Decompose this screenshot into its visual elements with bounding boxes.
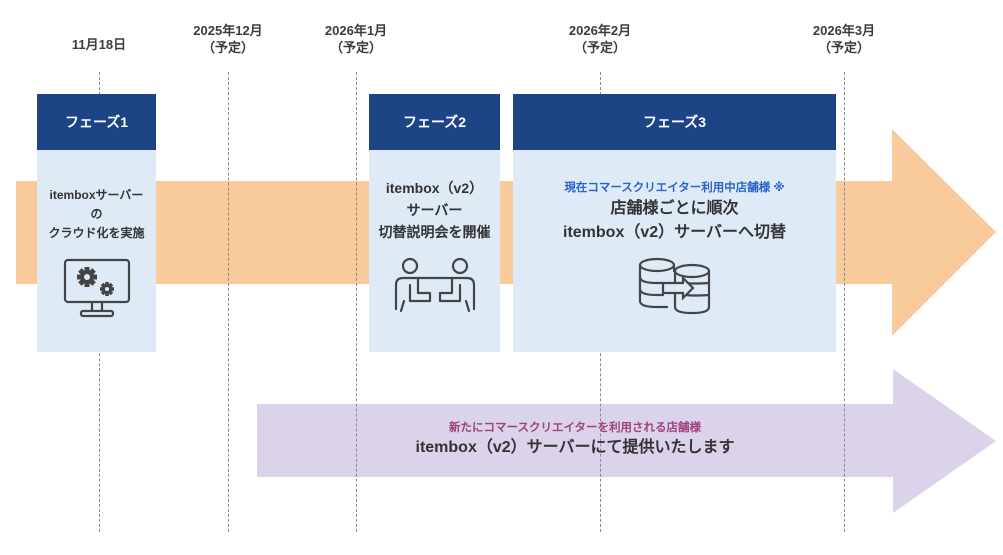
current-stores-arrow bbox=[16, 129, 996, 336]
description-line: itembox（v2） bbox=[385, 180, 484, 196]
description-line: 切替説明会を開催 bbox=[378, 224, 491, 240]
date-planned-text: （予定） bbox=[817, 40, 870, 55]
timeline-divider bbox=[356, 72, 357, 532]
phase-2-card: フェーズ2 itembox（v2） サーバー 切替説明会を開催 bbox=[369, 94, 500, 352]
phase-2-title: フェーズ2 bbox=[369, 94, 500, 150]
description-line: itembox（v2）サーバーへ切替 bbox=[563, 224, 786, 241]
date-label-feb2026: 2026年2月 （予定） bbox=[530, 22, 670, 56]
date-text: 2026年2月 bbox=[568, 23, 632, 38]
date-label-nov18: 11月18日 bbox=[29, 22, 169, 53]
phase-3-note: 現在コマースクリエイター利用中店舗様 ※ bbox=[564, 182, 785, 194]
date-label-jan2026: 2026年1月 （予定） bbox=[286, 22, 426, 56]
description-line: の bbox=[90, 207, 103, 221]
phase-1-card: フェーズ1 itemboxサーバー の クラウド化を実施 bbox=[37, 94, 156, 352]
date-text: 2026年1月 bbox=[324, 23, 388, 38]
description-line: 店舗様ごとに順次 bbox=[610, 200, 739, 217]
new-stores-note: 新たにコマースクリエイターを利用される店舗様 bbox=[449, 422, 701, 434]
date-text: 2025年12月 bbox=[193, 23, 263, 38]
database-transfer-icon bbox=[638, 257, 710, 315]
date-text: 2026年3月 bbox=[812, 23, 876, 38]
meeting-people-icon bbox=[394, 257, 475, 313]
date-label-dec2025: 2025年12月 （予定） bbox=[158, 22, 298, 56]
date-planned-text: （予定） bbox=[329, 40, 382, 55]
phase-3-card: フェーズ3 現在コマースクリエイター利用中店舗様 ※ 店舗様ごとに順次 item… bbox=[513, 94, 836, 352]
new-stores-main-text: itembox（v2）サーバーにて提供いたします bbox=[415, 439, 735, 456]
new-stores-arrow bbox=[257, 369, 996, 513]
monitor-gears-icon bbox=[63, 258, 130, 318]
description-line: サーバー bbox=[406, 202, 463, 218]
phase-1-title: フェーズ1 bbox=[37, 94, 156, 150]
phase-3-description: 現在コマースクリエイター利用中店舗様 ※ 店舗様ごとに順次 itembox（v2… bbox=[513, 150, 836, 315]
date-text: 11月18日 bbox=[71, 37, 127, 52]
phase-1-description: itemboxサーバー の クラウド化を実施 bbox=[37, 150, 156, 319]
description-line: itemboxサーバー bbox=[49, 188, 144, 202]
phase-3-title: フェーズ3 bbox=[513, 94, 836, 150]
date-label-mar2026: 2026年3月 （予定） bbox=[774, 22, 914, 56]
timeline-divider bbox=[844, 72, 845, 532]
date-planned-text: （予定） bbox=[573, 40, 626, 55]
new-stores-message: 新たにコマースクリエイターを利用される店舗様 itembox（v2）サーバーにて… bbox=[257, 420, 893, 460]
date-planned-text: （予定） bbox=[201, 40, 254, 55]
description-line: クラウド化を実施 bbox=[48, 226, 145, 240]
timeline-divider bbox=[228, 72, 229, 532]
phase-2-description: itembox（v2） サーバー 切替説明会を開催 bbox=[369, 150, 500, 315]
